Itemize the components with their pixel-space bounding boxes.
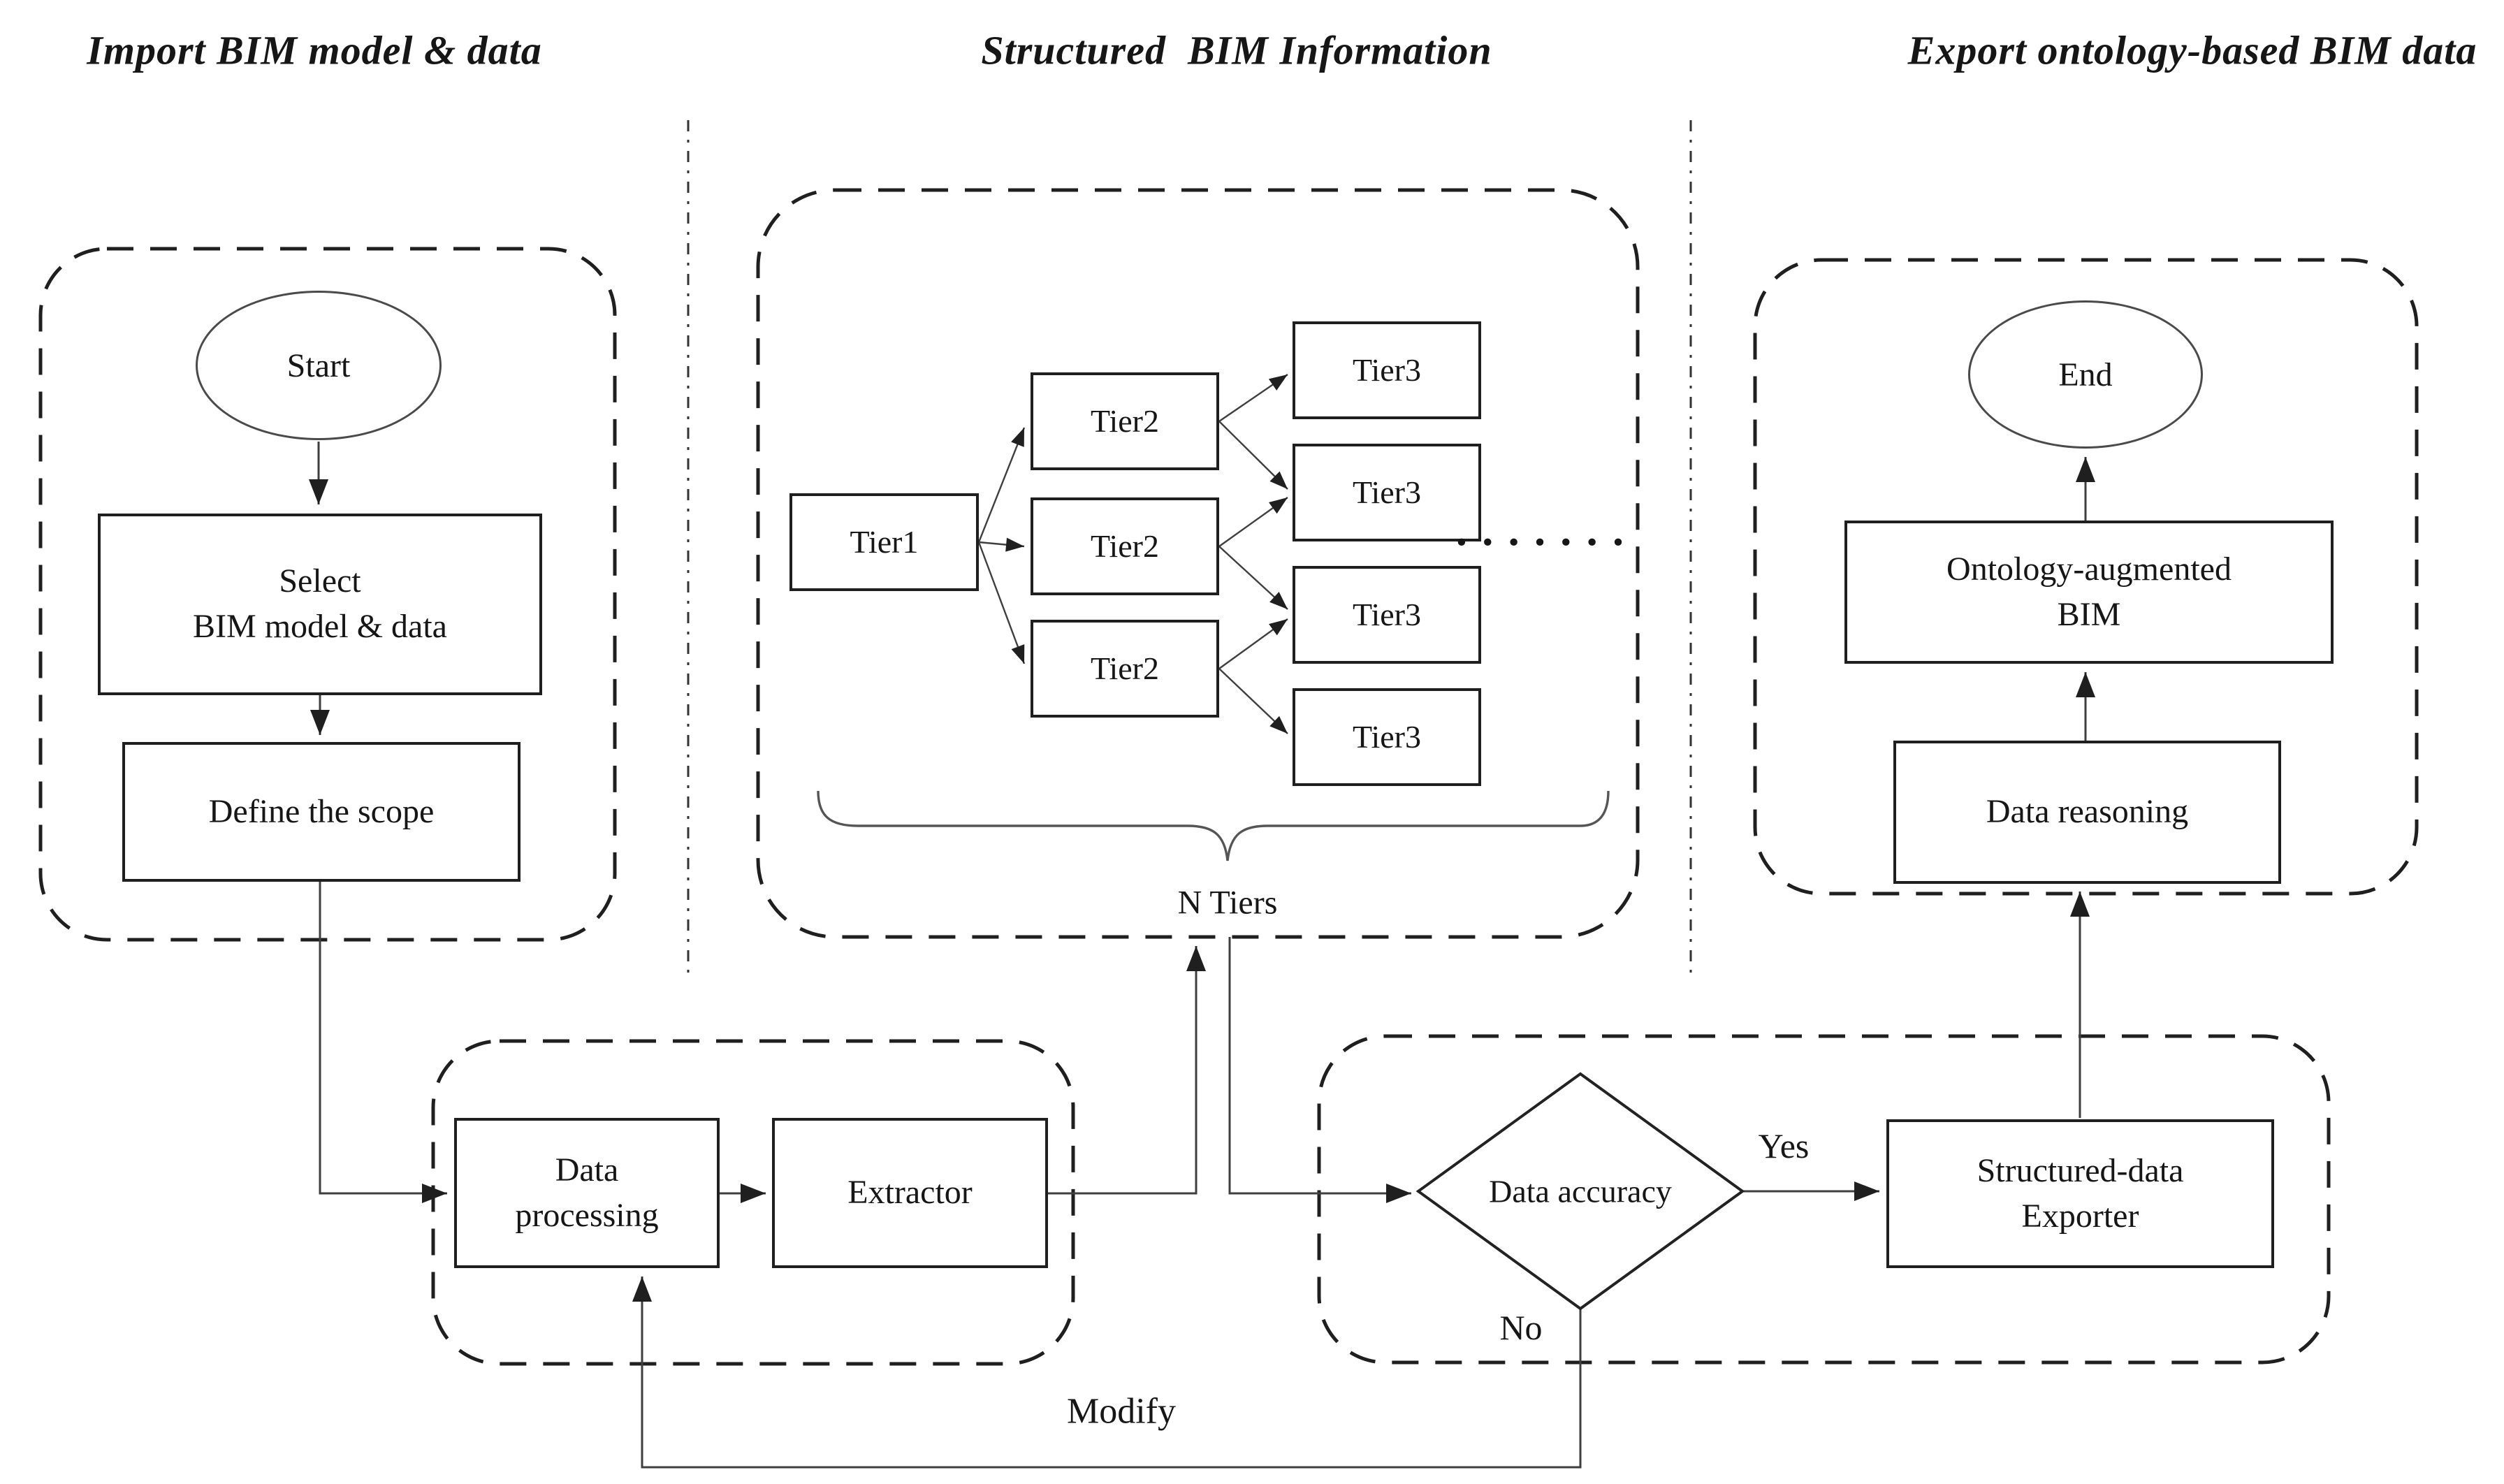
edge-no-modify-feedback [632, 1276, 1582, 1469]
edge-tier2b-to-tier3c [1218, 546, 1288, 610]
tier3-label: Tier3 [1353, 351, 1421, 388]
n-tiers-label: N Tiers [1177, 884, 1278, 922]
tier3-label: Tier3 [1353, 474, 1421, 510]
extractor-label: Extractor [847, 1174, 973, 1212]
data-processing-line1: Data [555, 1151, 619, 1188]
container-accuracy-group [1317, 1034, 2331, 1365]
data-reasoning-box: Data reasoning [1893, 741, 2281, 884]
select-bim-model-line1: Select [279, 562, 361, 600]
tier2-box-1: Tier2 [1031, 372, 1219, 470]
container-structured-group [756, 188, 1640, 939]
define-scope-box: Define the scope [122, 742, 521, 882]
data-processing-box: Data processing [454, 1118, 720, 1268]
tier3-box-1: Tier3 [1293, 321, 1481, 419]
select-bim-model-box: Select BIM model & data [98, 514, 542, 695]
edge-tier2c-to-tier3c [1218, 618, 1288, 669]
extractor-box: Extractor [772, 1118, 1048, 1268]
tier1-box: Tier1 [789, 493, 979, 591]
tier1-label: Tier1 [850, 523, 919, 560]
structured-data-exporter-line2: Exporter [2021, 1197, 2139, 1235]
container-export-group [1753, 258, 2419, 896]
tier3-box-3: Tier3 [1293, 566, 1481, 664]
modify-edge-label: Modify [1067, 1391, 1176, 1432]
tier2-label: Tier2 [1091, 402, 1159, 439]
tier3-box-4: Tier3 [1293, 688, 1481, 786]
section-title-export: Export ontology-based BIM data [1907, 27, 2477, 73]
container-import-group [38, 247, 617, 942]
structured-data-exporter-box: Structured-data Exporter [1886, 1119, 2274, 1268]
section-title-import: Import BIM model & data [87, 27, 542, 73]
start-label: Start [286, 347, 351, 384]
yes-edge-label: Yes [1758, 1126, 1810, 1165]
edge-extractor-to-structured [1048, 946, 1206, 1195]
no-edge-label: No [1499, 1308, 1543, 1347]
data-processing-line2: processing [515, 1196, 659, 1234]
section-title-structured: Structured BIM Information [981, 27, 1492, 73]
edge-structured-to-decision [1228, 937, 1411, 1203]
tier3-label: Tier3 [1353, 596, 1421, 632]
end-label: End [2058, 356, 2113, 393]
edge-tier1-to-tier2c [977, 541, 1026, 664]
define-scope-label: Define the scope [208, 792, 435, 830]
edge-tier2c-to-tier3d [1218, 668, 1288, 734]
ontology-augmented-bim-box: Ontology-augmented BIM [1844, 521, 2334, 664]
ontology-augmented-bim-line1: Ontology-augmented [1946, 550, 2232, 588]
edge-tier1-to-tier2a [977, 427, 1026, 543]
start-terminal: Start [196, 291, 442, 440]
tier2-label: Tier2 [1091, 528, 1159, 564]
decision-diamond [1415, 1072, 1745, 1311]
data-accuracy-label: Data accuracy [1489, 1173, 1672, 1209]
tier3-label: Tier3 [1353, 718, 1421, 755]
n-tiers-brace [817, 790, 1610, 861]
end-terminal: End [1968, 300, 2203, 449]
edge-tier2a-to-tier3b [1218, 421, 1288, 490]
ontology-augmented-bim-line2: BIM [2057, 595, 2121, 633]
edge-tier2b-to-tier3b [1218, 497, 1288, 547]
tier2-box-2: Tier2 [1031, 497, 1219, 595]
data-reasoning-label: Data reasoning [1986, 793, 2189, 831]
edge-tier1-to-tier2b [978, 537, 1025, 552]
tier-ellipsis-dots: ······· [1454, 517, 1637, 567]
edge-tier2a-to-tier3a [1218, 374, 1288, 422]
tier3-box-2: Tier3 [1293, 444, 1481, 541]
structured-data-exporter-line1: Structured-data [1977, 1151, 2184, 1189]
edge-define-to-data-processing [319, 882, 447, 1203]
tier2-box-3: Tier2 [1031, 620, 1219, 718]
select-bim-model-line2: BIM model & data [193, 608, 447, 645]
tier2-label: Tier2 [1091, 650, 1159, 686]
